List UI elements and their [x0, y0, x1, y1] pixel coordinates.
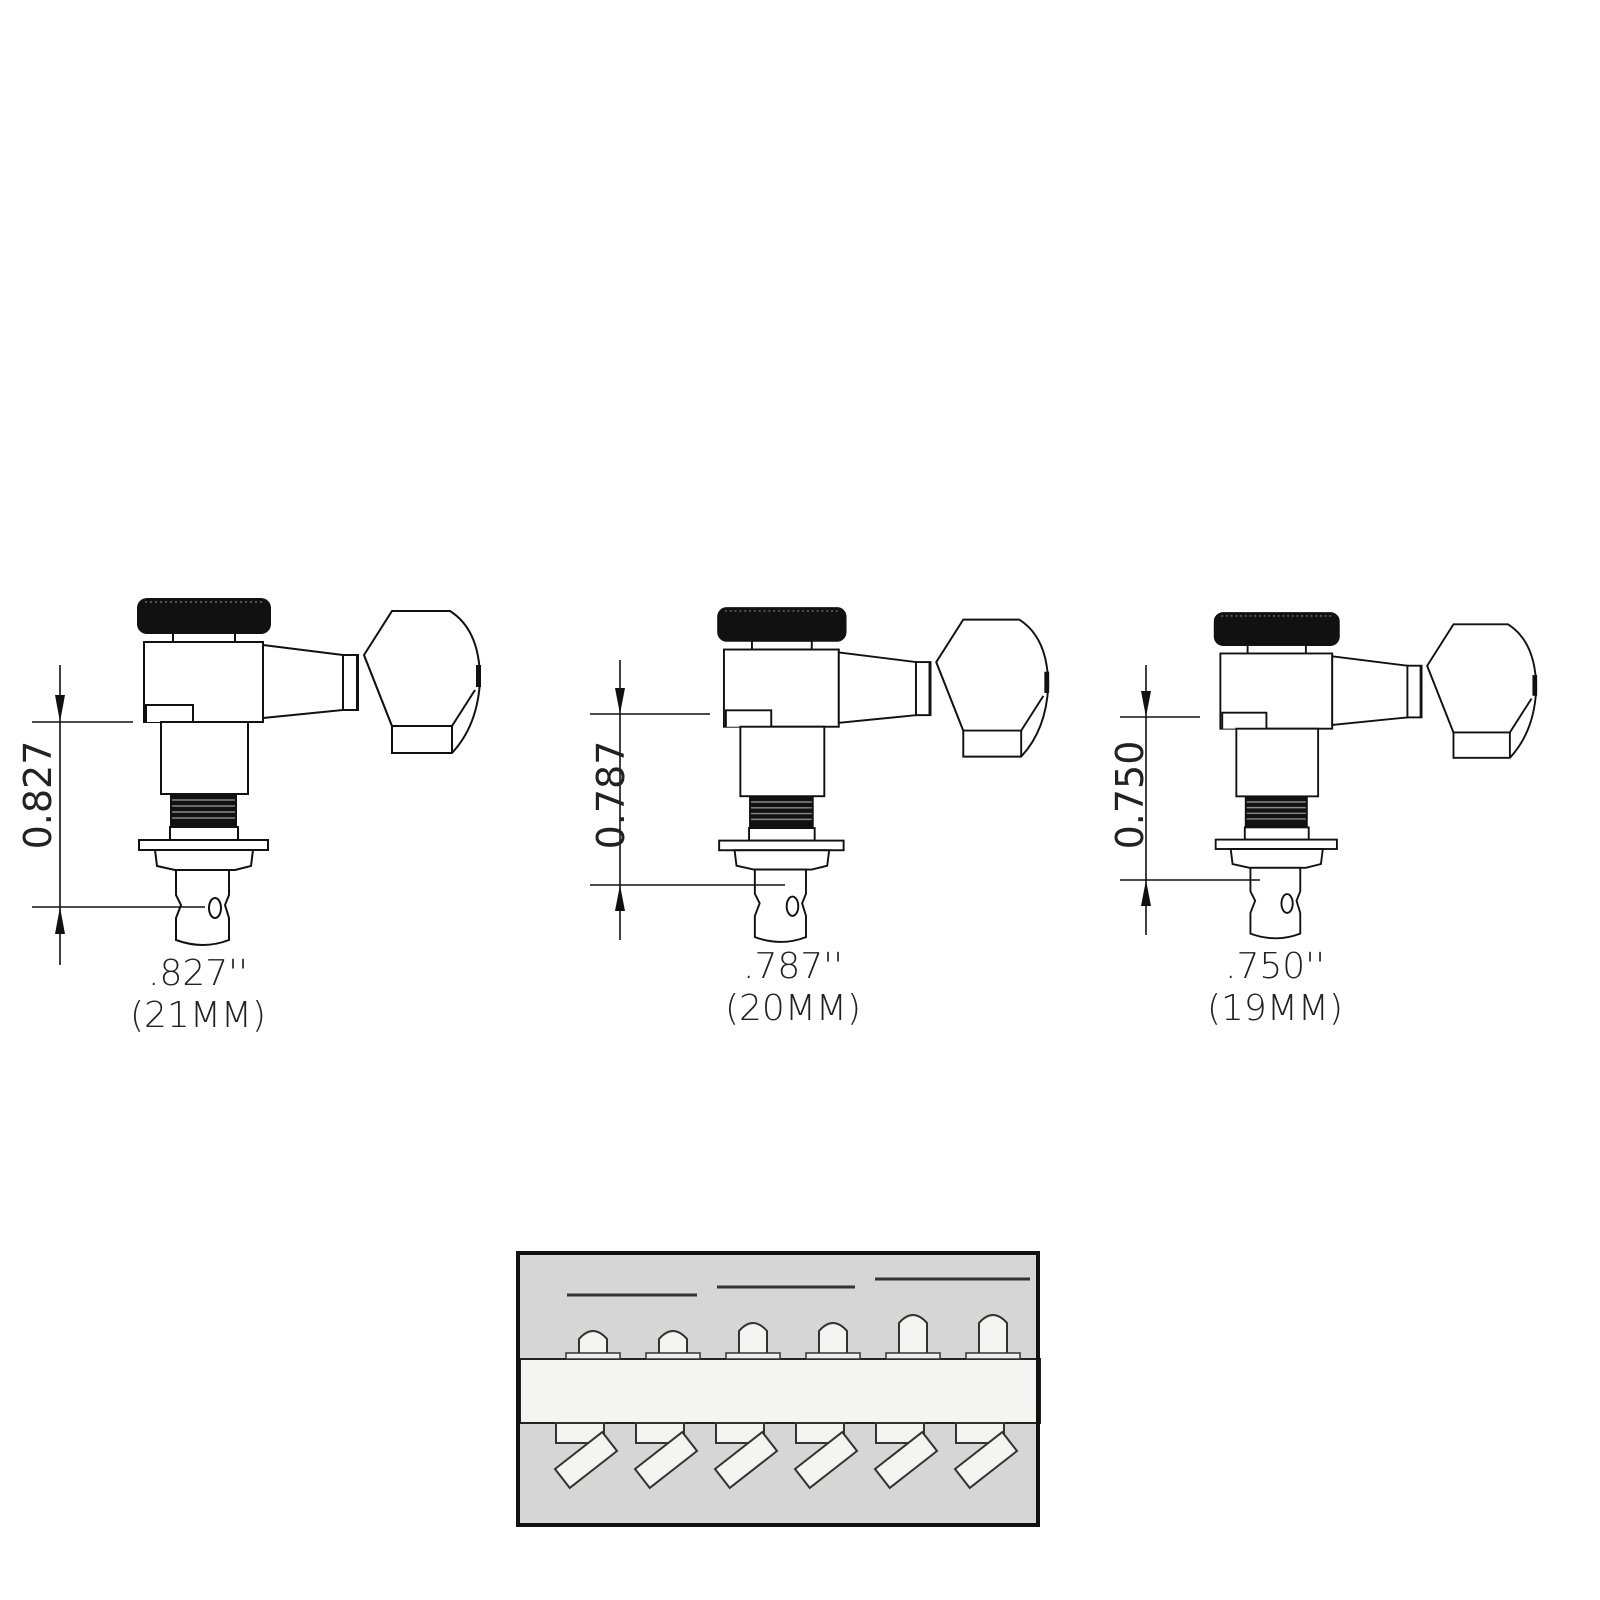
string-post [818, 1322, 848, 1355]
height-dimension-value: 0.787 [589, 741, 633, 850]
string-post [578, 1330, 608, 1355]
headstock-post-height-panel [516, 1251, 1041, 1527]
mm-label: (19MM) [1207, 988, 1343, 1029]
tuner-21mm: 0.827 .827'' (21MM) [16, 597, 482, 1036]
inch-label: .787'' [743, 946, 843, 987]
tuner-key [553, 1430, 619, 1490]
arrow-icon [1141, 880, 1151, 906]
arrow-icon [1141, 691, 1151, 717]
mm-label: (21MM) [130, 995, 266, 1036]
tuner-19mm: 0.750 .750'' (19MM) [1108, 611, 1539, 1029]
tuner-key [793, 1430, 859, 1490]
tuner-drawing [136, 597, 482, 946]
string-post [978, 1314, 1008, 1355]
tuner-drawing [716, 606, 1051, 943]
arrow-icon [615, 688, 625, 714]
string-post [738, 1322, 768, 1355]
height-dimension-value: 0.827 [16, 741, 60, 850]
string-posts [553, 1314, 1021, 1490]
tuner-drawing [1212, 611, 1539, 940]
tuner-key [713, 1430, 779, 1490]
tuner-20mm: 0.787 .787'' (20MM) [589, 606, 1051, 1029]
tuner-key [953, 1430, 1019, 1490]
arrow-icon [615, 885, 625, 911]
string-post [898, 1314, 928, 1355]
string-post [658, 1330, 688, 1355]
inch-label: .750'' [1225, 946, 1325, 987]
tuner-key [633, 1430, 699, 1490]
height-dimension-value: 0.750 [1108, 741, 1152, 850]
inch-label: .827'' [148, 953, 248, 994]
mm-label: (20MM) [725, 988, 861, 1029]
tuner-key [873, 1430, 939, 1490]
